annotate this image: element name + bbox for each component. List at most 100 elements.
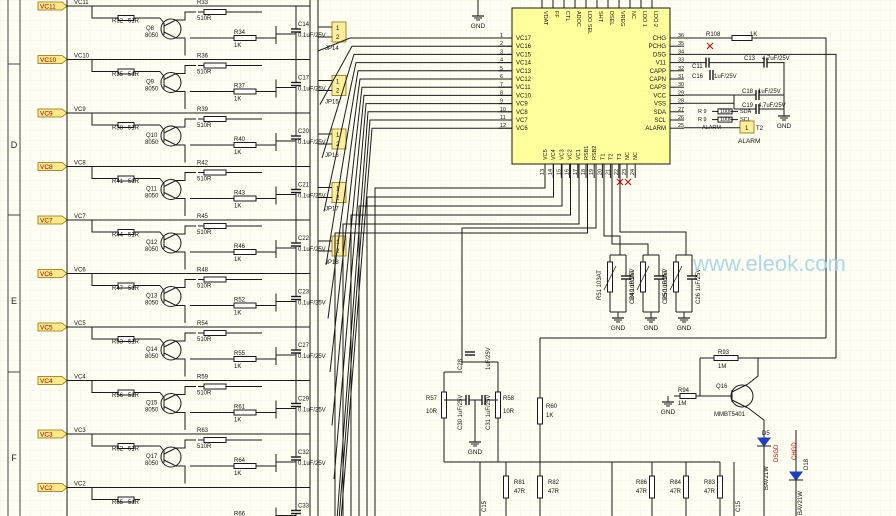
wire <box>91 113 112 126</box>
diode-type: BAV21W <box>764 466 770 490</box>
no-connect-mark <box>616 178 624 186</box>
resistor-ref: R58 <box>503 396 515 402</box>
resistor-ref: R93 <box>718 350 730 356</box>
resistor-ref: R43 <box>234 191 246 197</box>
ic-bottom-pin-name: T3 <box>617 154 623 160</box>
resistor-r82 <box>537 475 543 499</box>
net-label: VC10 <box>74 54 90 60</box>
ground-driver-label: GND <box>661 409 676 416</box>
wire <box>163 394 177 401</box>
wire <box>176 279 196 288</box>
net-label: VC11 <box>74 0 89 6</box>
ic-left-pin-num: 6 <box>500 74 503 80</box>
resistor-ref: R57 <box>426 396 438 402</box>
ic-bottom-pin-num: 18 <box>581 169 587 175</box>
resistor-value: 10R <box>426 409 438 415</box>
capacitor-value: 0.1uF/25V <box>298 301 326 307</box>
ic-right-pin-name: PCHG <box>649 44 667 50</box>
transistor-type: 8050 <box>145 301 159 307</box>
ic-left-pin-name: VC7 <box>516 118 528 124</box>
resistor-value: 51R <box>128 19 140 25</box>
ic-top-pin-name: LDO SEL <box>586 11 592 34</box>
wire <box>176 332 196 342</box>
ic-left-pin-name: VC9 <box>516 102 528 108</box>
ic-bottom-pin-name: VC4 <box>551 149 557 160</box>
ic-right-pin-name: SDA <box>654 110 666 116</box>
resistor-value: 1K <box>234 364 241 370</box>
jumper-jp17 <box>331 182 347 203</box>
resistor-r57 <box>441 391 447 419</box>
wire <box>176 65 196 74</box>
capacitor-value: 0.1uF/25V <box>298 140 326 146</box>
capacitor-value: 1uF/25V <box>486 347 492 370</box>
wire <box>731 383 749 393</box>
capacitor-ref: C33 <box>298 504 310 510</box>
ic-top-pin-name: FF <box>553 11 559 18</box>
resistor-r54 <box>203 330 227 336</box>
transistor-type: 8050 <box>145 33 159 39</box>
capacitor-value: 1uF/25V <box>714 74 737 80</box>
resistor-ref: R 9 <box>698 109 707 115</box>
resistor-ref: R62 <box>112 447 124 453</box>
capacitor-ref: C18 <box>742 89 754 95</box>
resistor-value: 510R <box>197 177 212 183</box>
ic-bottom-pin-num: 17 <box>573 169 579 175</box>
capacitor-value: 4.7uF/25V <box>758 103 786 109</box>
jumper-ref: JP16 <box>325 153 339 159</box>
wire <box>176 412 186 430</box>
jumper-pin: 2 <box>336 35 340 41</box>
capacitor-ref: C13 <box>744 56 756 62</box>
resistor-value: 1K <box>234 418 241 424</box>
resistor-r40 <box>233 142 257 148</box>
wire <box>163 19 177 27</box>
ic-right-pin-num: 30 <box>678 82 684 88</box>
wire <box>91 380 112 393</box>
net-label: VC9 <box>74 107 86 113</box>
ic-left-pin-name: VC8 <box>516 110 528 116</box>
ic-right-pin-name: ALARM <box>645 126 666 132</box>
thermistor-ref: R51 103AT <box>597 270 603 300</box>
wire <box>366 164 554 516</box>
ic-top-pin-name: SHT <box>597 11 603 23</box>
wire <box>323 62 512 212</box>
wire <box>163 31 177 39</box>
transistor-q10 <box>160 125 182 147</box>
wire <box>611 164 649 255</box>
jumper-ref: T2 <box>756 126 764 132</box>
port-vc4 <box>37 376 68 385</box>
ic-bottom-pin-num: 14 <box>548 169 554 175</box>
jumper-t2 <box>739 120 755 134</box>
port-vc2 <box>37 483 68 492</box>
diode-d18 <box>789 471 803 481</box>
ic-top-pin-name: ADOC <box>575 11 581 27</box>
resistor-ref: R41 <box>112 179 124 185</box>
transistor-type: 8050 <box>145 247 159 253</box>
wire <box>91 434 112 447</box>
resistor-value: 1M <box>718 364 726 370</box>
capacitor-ref: C31 1uF/25V <box>486 395 492 430</box>
transistor-q9 <box>160 72 182 93</box>
ic-right-pin-name: CAPP <box>650 69 666 75</box>
wire <box>159 338 165 356</box>
transistor-ref: Q10 <box>146 133 158 139</box>
wire <box>321 53 512 159</box>
ic-bottom-pin-num: 19 <box>589 169 595 175</box>
resistor-ref: R83 <box>704 480 716 486</box>
wire <box>163 406 177 413</box>
resistor-ref: R34 <box>234 30 246 36</box>
resistor-ref: R40 <box>234 137 246 143</box>
net-label: VC3 <box>74 428 86 434</box>
wire <box>91 487 112 500</box>
wire <box>91 166 112 179</box>
resistor-value: 1K <box>234 204 241 210</box>
resistor-r37 <box>233 88 257 95</box>
wire <box>163 245 177 253</box>
port-label: VC2 <box>40 485 53 492</box>
capacitor-ref: C29 <box>298 397 310 403</box>
ic-bottom-pin-name: VC1 <box>576 149 582 160</box>
